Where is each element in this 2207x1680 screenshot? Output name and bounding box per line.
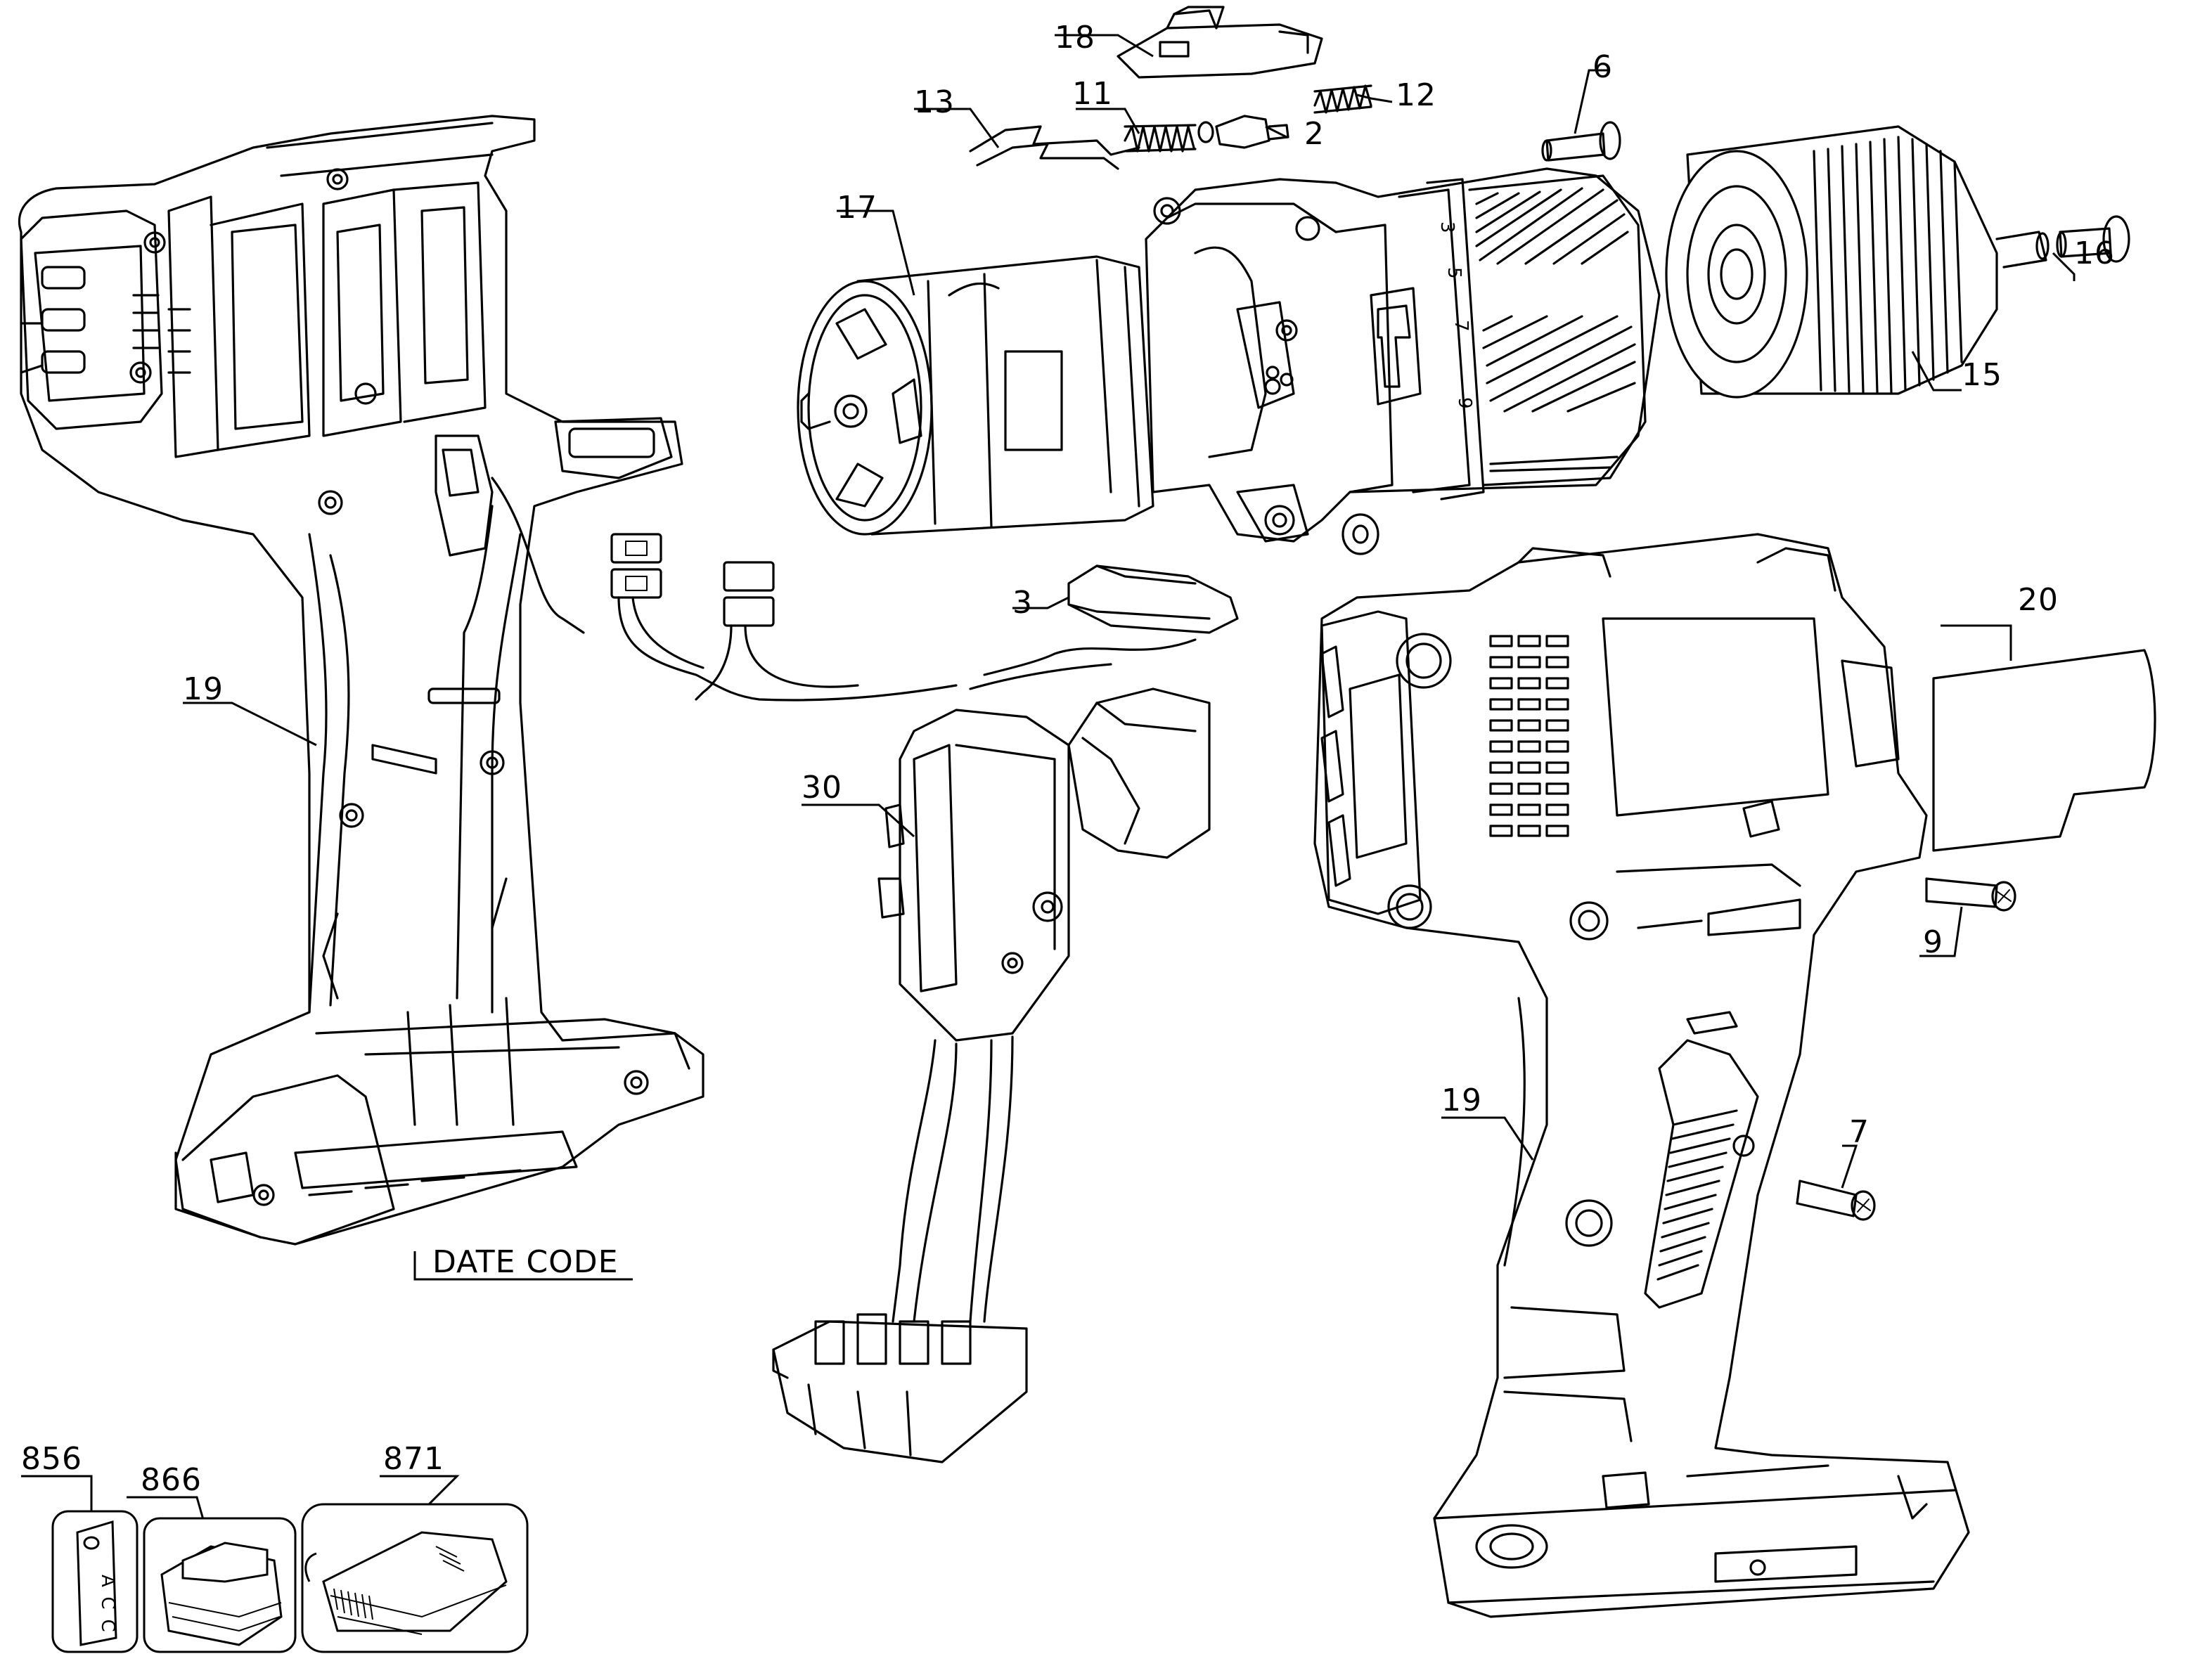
callout-871: 871	[383, 1441, 444, 1477]
callout-9: 9	[1923, 924, 1943, 960]
callout-19-right: 19	[1441, 1083, 1482, 1118]
callout-20: 20	[2018, 582, 2059, 618]
accessory-inset-866	[143, 1517, 297, 1653]
callout-3: 3	[1012, 585, 1033, 621]
switch-assembly	[610, 533, 1211, 1463]
callout-7: 7	[1849, 1114, 1870, 1150]
acc-tag-856: ACC	[97, 1575, 118, 1642]
clutch-number-3: 3	[1436, 221, 1458, 234]
callout-11: 11	[1072, 76, 1113, 112]
callout-16: 16	[2074, 235, 2115, 271]
accessory-inset-856: ACC	[51, 1510, 139, 1653]
callout-30: 30	[802, 770, 842, 806]
rubber-pad-3	[1067, 564, 1239, 634]
callout-6: 6	[1592, 49, 1613, 85]
screw-6	[1541, 121, 1621, 162]
leader-lines	[21, 34, 2076, 1547]
chuck	[1665, 125, 2050, 399]
screw-9	[1925, 877, 2016, 912]
nameplate-label-20	[1932, 649, 2156, 852]
callout-19-left: 19	[183, 671, 224, 707]
callout-labels: 18 13 11 12 2 6 16 15 17 3 30 19 DATE CO…	[21, 20, 2115, 1498]
spring-12	[1313, 84, 1372, 114]
clutch-number-9: 9	[1454, 397, 1475, 410]
screw-7	[1796, 1180, 1876, 1221]
callout-866: 866	[141, 1462, 202, 1498]
callout-12: 12	[1396, 77, 1436, 113]
callout-13: 13	[914, 84, 955, 120]
clutch-number-7: 7	[1450, 320, 1472, 332]
wire-spring-13	[969, 125, 1140, 170]
clutch-number-5: 5	[1443, 267, 1465, 280]
speed-button-18	[1117, 6, 1323, 79]
housing-half-left	[18, 115, 704, 1246]
callout-856: 856	[21, 1441, 82, 1477]
callout-date-code: DATE CODE	[432, 1244, 619, 1280]
chuck-screw	[2056, 215, 2130, 263]
callout-15: 15	[1962, 357, 2002, 393]
callout-2: 2	[1304, 116, 1325, 152]
accessory-inset-871	[301, 1503, 529, 1653]
callout-17: 17	[837, 190, 877, 226]
motor	[797, 255, 1154, 536]
callout-18: 18	[1055, 20, 1095, 56]
spring-11	[1124, 124, 1197, 153]
housing-half-right	[1313, 533, 1970, 1618]
gearbox-assembly: 3 5 7 9	[1145, 167, 1661, 555]
shift-pin-2	[1197, 115, 1289, 149]
